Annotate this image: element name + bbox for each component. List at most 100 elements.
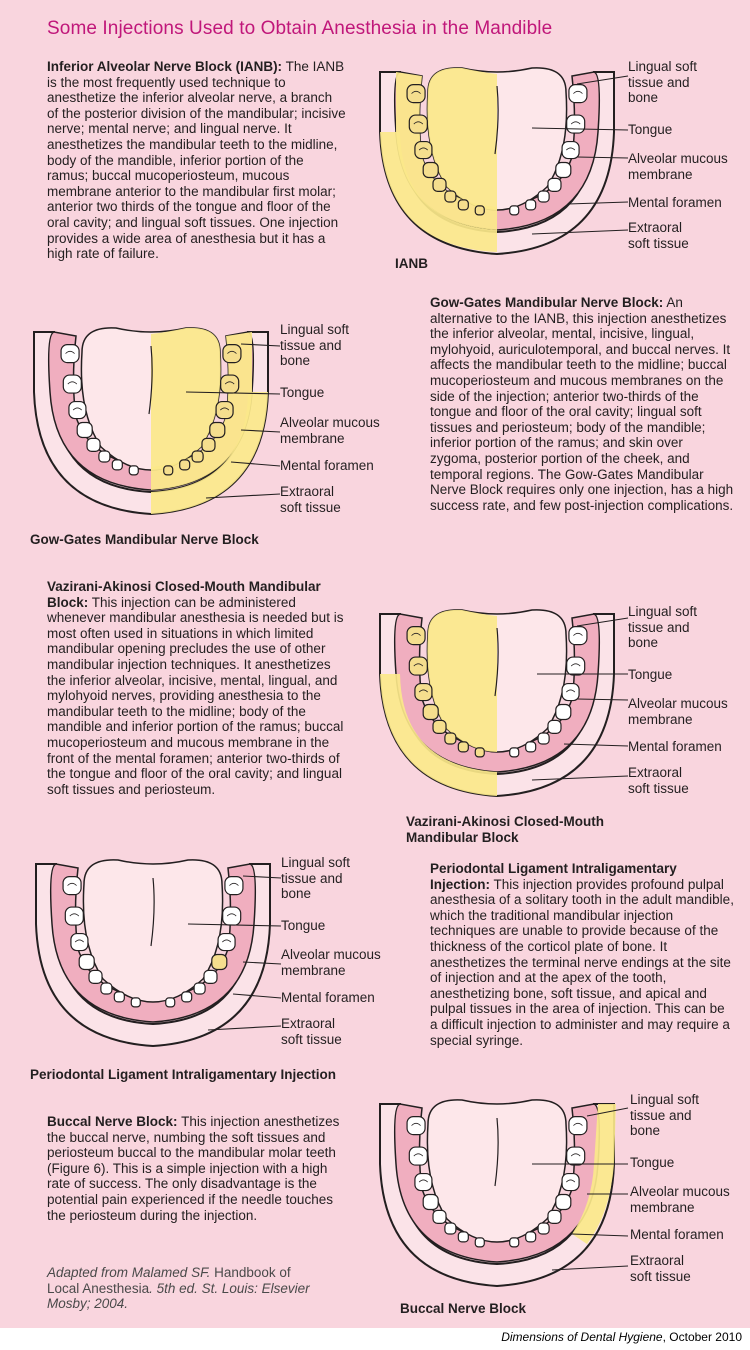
tooth [62,374,82,394]
tooth [432,177,447,192]
tooth [432,719,447,734]
leader-line [205,493,281,499]
leader-line [230,461,281,467]
anesthesia-region [427,609,497,752]
tooth [474,1237,485,1248]
tooth [568,1115,588,1136]
label-line: Lingual soft [280,322,350,337]
tooth [217,932,236,952]
tooth [220,374,240,394]
tooth [509,747,520,758]
tooth [62,875,82,896]
tongue-midline [494,1117,499,1187]
tooth [60,343,80,364]
vazirani-description: Vazirani-Akinosi Closed-Mouth Mandibular… [47,579,351,797]
tooth-groove [570,1153,581,1157]
mandible-outline [33,331,269,516]
tooth-groove [573,1122,583,1126]
vazirani-caption-line1: Vazirani-Akinosi Closed-Mouth [406,814,605,829]
leader-line [586,1107,629,1117]
leader-line [563,743,629,747]
tooth [422,161,439,179]
tooth [547,1209,562,1224]
publication-credit: Dimensions of Dental Hygiene, October 20… [501,1330,742,1344]
jaw-group [33,327,281,516]
label-line: Lingual soft [628,604,698,619]
label-line: Extraoral [281,1016,336,1031]
ianb-jaw-diagram [379,67,629,256]
label-line: bone [630,1123,661,1139]
tooth [211,953,228,971]
tooth [561,682,580,702]
tongue-midline [494,627,499,697]
label-tongue: Tongue [628,122,673,137]
tooth [457,741,469,753]
label-line: Alveolar mucous [280,415,380,430]
leader-line [531,229,629,235]
label-line: soft tissue [628,780,689,796]
label-line: tissue and [630,1107,692,1123]
tooth-groove [65,350,75,354]
jaw-group [379,609,629,798]
label-tongue: Tongue [281,918,326,933]
tooth-groove [570,663,581,667]
tooth [70,932,89,952]
tongue-midline [150,877,155,947]
tooth-groove [229,882,239,886]
label-line: Extraoral [628,765,683,780]
tooth [68,400,87,420]
leader-line [571,1233,629,1237]
tooth [474,205,485,216]
tooth [509,1237,520,1248]
anesthesia-region [396,72,497,230]
pdl-jaw-diagram [35,859,282,1048]
tooth [163,465,174,476]
tooth-groove [411,632,421,636]
tooth [408,1146,428,1166]
tooth-groove [74,939,84,943]
label-tongue: Tongue [630,1155,675,1170]
label-tongue: Tongue [628,667,673,682]
pdl-caption: Periodontal Ligament Intraligamentary In… [30,1067,337,1082]
tooth [113,991,125,1003]
anesthesia-region [380,674,497,796]
leader-line [187,923,282,927]
label-mental-foramen: Mental foramen [630,1227,724,1242]
vazirani-heading: Vazirani-Akinosi Closed-Mouth Mandibular… [47,579,321,610]
label-line: tissue and [628,619,690,635]
label-line: Alveolar mucous [628,696,728,711]
tooth-groove [413,1153,424,1157]
mandible-outline [35,863,271,1048]
tooth [555,161,572,179]
tooth [76,421,93,439]
tooth [64,906,84,926]
gow-gates-caption: Gow-Gates Mandibular Nerve Block [30,532,259,547]
buccal-heading: Buccal Nerve Block: [47,1114,178,1129]
tooth [537,1222,550,1235]
label-extraoral-soft-tissue: Extraoral soft tissue [281,1016,342,1047]
label-extraoral-soft-tissue: Extraoral soft tissue [628,220,689,251]
tooth [408,114,428,134]
tooth-groove [566,1179,576,1183]
tooth-groove [224,381,235,385]
vazirani-body: This injection can be administered whene… [47,594,344,797]
leader-line [240,429,281,433]
label-mental-foramen: Mental foramen [281,990,375,1005]
label-line: membrane [280,430,345,446]
leader-line [531,127,629,131]
tooth [111,459,123,471]
tooth-groove [573,90,583,94]
tooth [444,190,457,203]
ianb-body: The IANB is the most frequently used tec… [47,59,346,262]
ianb-heading: Inferior Alveolar Nerve Block (IANB): [47,59,283,74]
tooth [561,140,580,160]
tooth [78,953,95,971]
tooth-groove [418,1179,428,1183]
source-prefix: Adapted from Malamed SF. [47,1265,215,1280]
tooth-groove [69,913,80,917]
tooth [566,656,586,676]
anesthesia-region [151,332,252,490]
tooth [525,199,537,211]
label-lingual-soft-tissue: Lingual soft tissue and bone [281,855,350,902]
tooth [414,140,433,160]
